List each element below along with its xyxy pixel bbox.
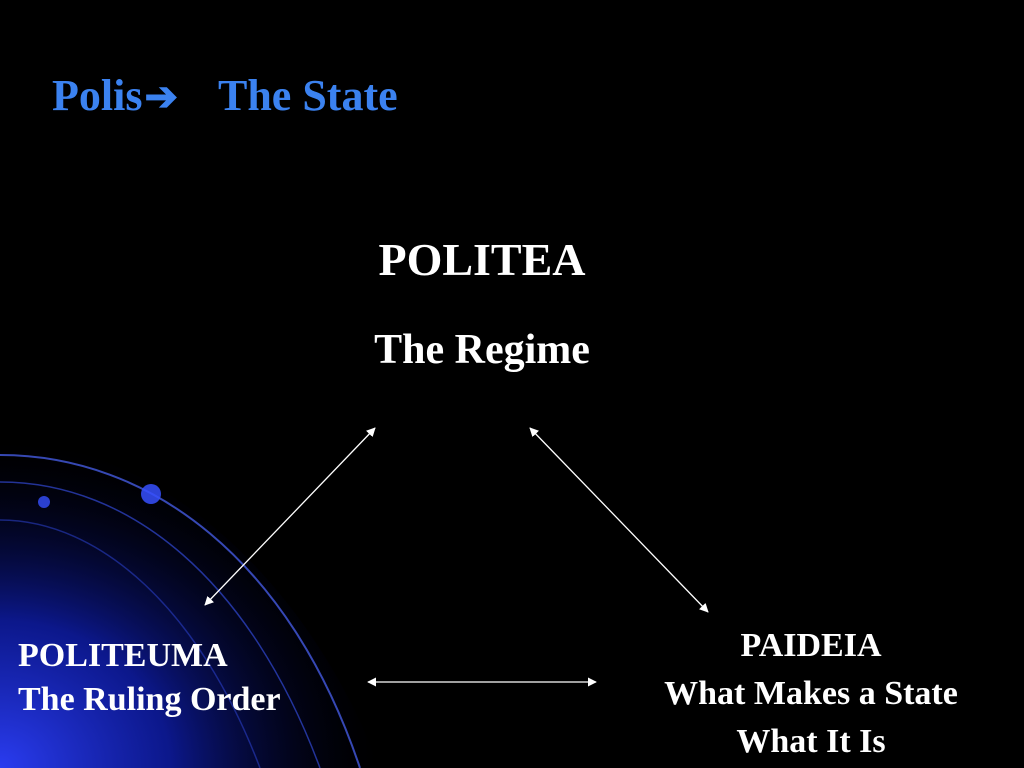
title-polis: Polis: [52, 71, 143, 120]
right-arrow-icon: ➔: [144, 74, 178, 119]
decor-dot-small: [38, 496, 50, 508]
node-paideia-line2: What Makes a State: [664, 675, 958, 712]
node-politeuma: POLITEUMA The Ruling Order: [18, 634, 281, 722]
node-politea-subheading: The Regime: [374, 327, 590, 373]
blue-swoosh-shape: [0, 440, 380, 768]
node-politeuma-heading: POLITEUMA: [18, 637, 228, 674]
node-paideia: PAIDEIA What Makes a State What It Is: [630, 622, 992, 766]
node-politea: POLITEA The Regime: [300, 232, 664, 376]
node-politea-heading: POLITEA: [378, 234, 586, 285]
node-paideia-heading: PAIDEIA: [740, 627, 882, 664]
edge-politea-paideia: [529, 427, 709, 613]
decor-dot-large: [141, 484, 161, 504]
decor-arc-2: [0, 481, 321, 768]
node-paideia-line3: What It Is: [736, 723, 886, 760]
node-politeuma-subheading: The Ruling Order: [18, 681, 281, 718]
title-the-state: The State: [217, 71, 398, 120]
slide-title: Polis➔ The State: [52, 70, 398, 123]
decor-arc-3: [0, 519, 261, 768]
edge-politea-politeuma: [204, 427, 376, 606]
